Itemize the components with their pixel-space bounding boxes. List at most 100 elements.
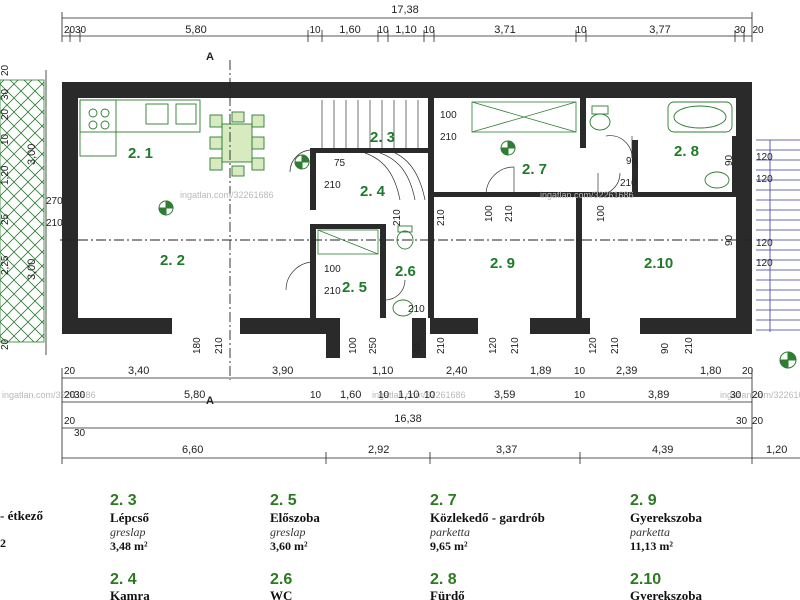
section-mark-top: A — [206, 51, 214, 63]
bottom-dim: 1,80 — [700, 365, 721, 377]
room-label-2-7: 2. 7 — [522, 161, 547, 178]
watermark-text: ingatlan.com/32261686 — [372, 390, 466, 400]
opening-label: 120 — [756, 152, 773, 163]
top-dim-4: 10 — [309, 25, 321, 36]
legend-name: Lépcső — [110, 510, 150, 525]
opening-label: 210 — [436, 337, 447, 354]
opening-label: 120 — [588, 337, 599, 354]
legend-material: parketta — [429, 525, 470, 539]
interior-staircase — [321, 100, 426, 201]
opening-annotations: 100 210 75 210 270 210 100 210 100 210 9… — [46, 110, 773, 354]
bottom-dim: 20 — [752, 390, 764, 401]
bottom-dimension-chains — [61, 368, 800, 464]
bottom-dim: 1,89 — [530, 365, 551, 377]
bottom-dim-row-4: 6,60 2,92 3,37 4,39 1,20 — [182, 444, 787, 456]
bottom-dim: 20 — [64, 416, 76, 427]
room-label-2-5: 2. 5 — [342, 279, 367, 296]
bottom-dim: 30 — [736, 416, 748, 427]
bottom-dim: 3,59 — [494, 389, 515, 401]
opening-label: 100 — [484, 205, 495, 222]
opening-label: 210 — [440, 132, 457, 143]
top-dim-1: 20 — [64, 25, 76, 36]
room-label-2-1: 2. 1 — [128, 145, 153, 162]
bottom-dim: 2,40 — [446, 365, 467, 377]
opening-label: 210 — [324, 286, 341, 297]
level-markers — [158, 140, 797, 369]
bottom-total-dimension: 16,38 — [394, 413, 422, 425]
top-dim-7: 1,10 — [395, 24, 416, 36]
opening-label: 100 — [440, 110, 457, 121]
opening-label: 210 — [214, 337, 225, 354]
dining-table — [209, 111, 265, 177]
bottom-dim: 30 — [730, 390, 742, 401]
left-dim-10: 20 — [0, 338, 11, 350]
bottom-dim: 20 — [64, 390, 76, 401]
room-label-2-4: 2. 4 — [360, 183, 386, 200]
top-dim-5: 1,60 — [339, 24, 360, 36]
legend-room-number: 2.10 — [630, 571, 661, 588]
watermarks: ingatlan.com/32261686 ingatlan.com/32261… — [2, 190, 800, 400]
opening-label: 90 — [660, 342, 671, 354]
legend-name: Előszoba — [270, 510, 320, 525]
opening-label: 210 — [392, 209, 403, 226]
legend-room-number: 2.6 — [270, 571, 292, 588]
top-dim-10: 10 — [575, 25, 587, 36]
opening-label: 90 — [724, 234, 735, 246]
legend-material: greslap — [110, 525, 146, 539]
top-dim-2: 30 — [75, 25, 87, 36]
left-dim-9: 3,00 — [26, 259, 38, 280]
watermark-text: ingatlan.com/32261686 — [540, 190, 634, 200]
legend-area: 3,60 m² — [270, 539, 308, 553]
watermark-text: ingatlan.com/32261686 — [720, 390, 800, 400]
kitchen-counter — [79, 99, 201, 157]
watermark-text: ingatlan.com/32261686 — [2, 390, 96, 400]
legend-material: greslap — [270, 525, 306, 539]
interior-walls — [310, 98, 740, 318]
door-swings — [285, 135, 633, 301]
legend-name: Közlekedő - gardrób — [430, 510, 545, 525]
room-label-2-10: 2.10 — [644, 255, 673, 272]
left-dim-8: 2,25 — [0, 255, 11, 275]
bottom-dim: 1,20 — [766, 444, 787, 456]
wardrobe — [317, 101, 577, 255]
legend-name: - étkező — [0, 508, 43, 523]
section-mark-bottom: A — [206, 395, 214, 407]
section-lines — [60, 60, 752, 380]
bottom-dim: 20 — [64, 366, 76, 377]
opening-label: 90 — [724, 154, 735, 166]
top-dim-12: 30 — [734, 25, 746, 36]
bottom-dim: 1,10 — [398, 389, 419, 401]
room-label-2-2: 2. 2 — [160, 252, 185, 269]
top-dimension-chain: 17,38 20 30 5,80 10 1,60 10 1,10 10 3,71… — [61, 4, 764, 42]
legend-area: 11,13 m² — [630, 539, 673, 553]
bottom-dim: 20 — [752, 416, 764, 427]
bottom-dim: 10 — [378, 390, 390, 401]
left-dimension-chain: 20 30 20 3,00 10 1,20 25 2,25 3,00 20 — [0, 64, 47, 355]
right-exterior-stairs — [756, 139, 800, 332]
opening-label: 210 — [436, 209, 447, 226]
opening-label: 100 — [324, 264, 341, 275]
bottom-dim: 1,60 — [340, 389, 361, 401]
bottom-dim: 4,39 — [652, 444, 673, 456]
left-dim-3: 20 — [0, 108, 11, 120]
opening-label: 270 — [46, 196, 63, 207]
bottom-dim: 5,80 — [184, 389, 205, 401]
left-dim-1: 20 — [0, 64, 11, 76]
bottom-dim: 6,60 — [182, 444, 203, 456]
left-dim-7: 25 — [0, 213, 11, 225]
bottom-dim: 2,92 — [368, 444, 389, 456]
bottom-dim: 3,89 — [648, 389, 669, 401]
top-dim-8: 10 — [423, 25, 435, 36]
left-dim-6: 1,20 — [0, 165, 11, 185]
legend-room-number: 2. 3 — [110, 492, 137, 509]
opening-label: 210 — [684, 337, 695, 354]
top-dim-9: 3,71 — [494, 24, 515, 36]
opening-label: 75 — [334, 158, 346, 169]
opening-label: 210 — [324, 180, 341, 191]
opening-label: 210 — [504, 205, 515, 222]
bottom-dim: 10 — [424, 390, 436, 401]
left-terrace-hatch — [0, 79, 45, 343]
opening-label: 40 — [412, 342, 423, 354]
bottom-dim: 10 — [310, 390, 322, 401]
exterior-walls — [62, 82, 752, 358]
